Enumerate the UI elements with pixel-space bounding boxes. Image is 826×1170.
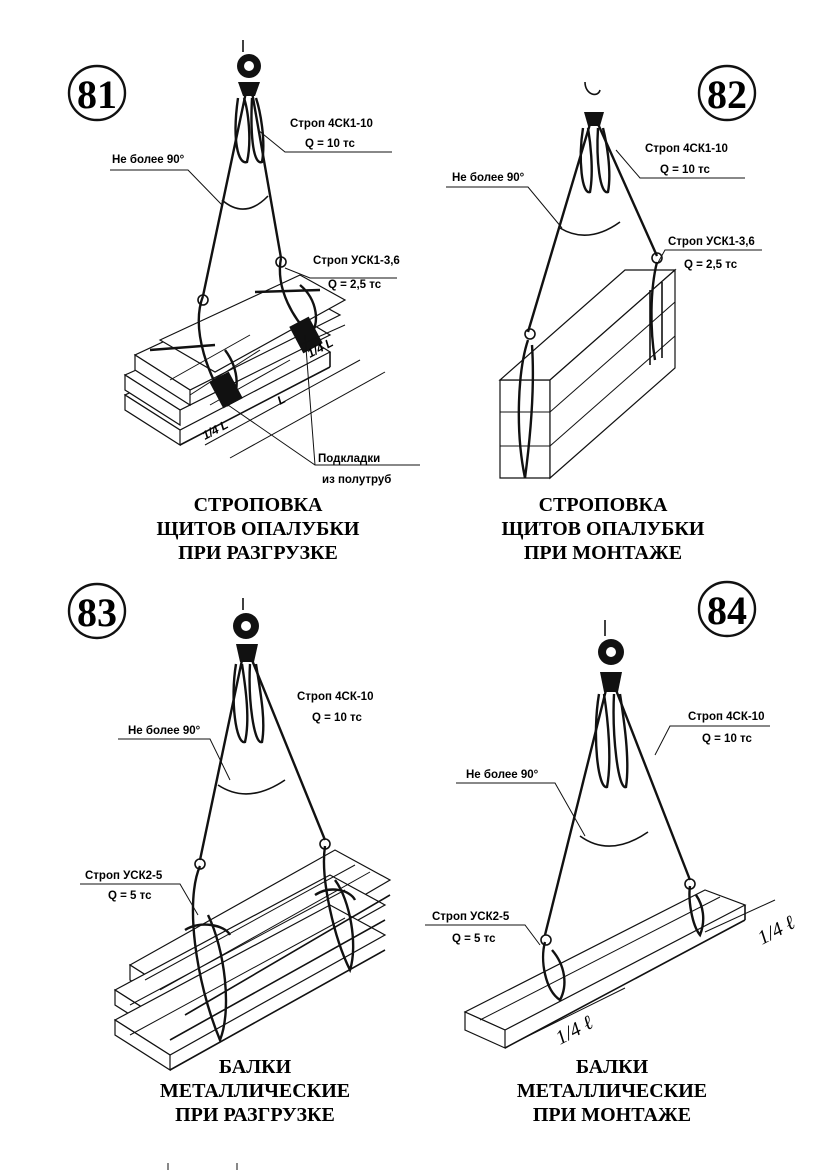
panel-number-badge: 83 — [67, 582, 127, 640]
main-sling-label: Строп 4СК1-10 — [645, 143, 728, 155]
callouts: Не более 90° Строп 4СК-10 Q = 10 тс Стро… — [425, 711, 770, 946]
panel-title: БАЛКИ МЕТАЛЛИЧЕСКИЕ ПРИ РАЗГРУЗКЕ — [160, 1056, 350, 1126]
aux-sling — [517, 252, 663, 479]
svg-text:МЕТАЛЛИЧЕСКИЕ: МЕТАЛЛИЧЕСКИЕ — [160, 1080, 350, 1102]
angle-label: Не более 90° — [128, 725, 201, 737]
aux-sling-capacity: Q = 5 тс — [108, 890, 152, 902]
main-sling-label: Строп 4СК-10 — [297, 691, 373, 703]
panel-82: 82 — [446, 64, 762, 564]
svg-text:ПРИ МОНТАЖЕ: ПРИ МОНТАЖЕ — [524, 542, 682, 564]
svg-text:ЩИТОВ ОПАЛУБКИ: ЩИТОВ ОПАЛУБКИ — [502, 518, 705, 540]
panel-number: 82 — [707, 72, 747, 117]
panel-number: 83 — [77, 590, 117, 635]
callouts: Не более 90° Строп 4СК1-10 Q = 10 тс Стр… — [110, 118, 420, 486]
main-sling-capacity: Q = 10 тс — [312, 712, 363, 724]
main-sling-label: Строп 4СК-10 — [688, 711, 764, 723]
svg-text:БАЛКИ: БАЛКИ — [576, 1056, 649, 1078]
crane-hook-icon — [584, 81, 604, 126]
callouts: Не более 90° Строп 4СК1-10 Q = 10 тс Стр… — [446, 143, 762, 271]
panel-83: 83 — [67, 582, 392, 1126]
crane-hook-icon — [598, 620, 624, 692]
panel-number: 81 — [77, 72, 117, 117]
panel-84: 84 — [425, 580, 799, 1126]
svg-text:БАЛКИ: БАЛКИ — [219, 1056, 292, 1078]
aux-sling-capacity: Q = 5 тс — [452, 933, 496, 945]
aux-sling-label: Строп УСК1-3,6 — [313, 255, 400, 267]
callouts: Не более 90° Строп 4СК-10 Q = 10 тс Стро… — [80, 691, 373, 916]
formwork-panel — [498, 268, 677, 480]
panel-title: СТРОПОВКА ЩИТОВ ОПАЛУБКИ ПРИ МОНТАЖЕ — [502, 494, 705, 564]
steel-beam — [463, 889, 747, 1049]
crane-hook-icon — [237, 40, 261, 96]
aux-sling — [149, 256, 323, 409]
angle-label: Не более 90° — [466, 769, 539, 781]
aux-sling — [540, 878, 705, 1002]
aux-sling-label: Строп УСК2-5 — [432, 911, 510, 923]
dim-quarter-length: 1/4 ℓ — [754, 911, 799, 949]
pads-label: Подкладки — [318, 453, 380, 465]
aux-sling-capacity: Q = 2,5 тс — [328, 279, 382, 291]
panel-number: 84 — [707, 588, 747, 633]
main-sling — [543, 689, 692, 936]
panel-81: 81 — [67, 40, 420, 564]
main-sling-label: Строп 4СК1-10 — [290, 118, 373, 130]
svg-text:СТРОПОВКА: СТРОПОВКА — [194, 494, 323, 516]
angle-label: Не более 90° — [452, 172, 525, 184]
panel-number-badge: 82 — [697, 64, 757, 122]
aux-sling-label: Строп УСК2-5 — [85, 870, 163, 882]
main-sling — [198, 659, 327, 861]
svg-text:ПРИ РАЗГРУЗКЕ: ПРИ РАЗГРУЗКЕ — [175, 1104, 335, 1126]
crane-hook-icon — [233, 598, 259, 662]
svg-text:ЩИТОВ ОПАЛУБКИ: ЩИТОВ ОПАЛУБКИ — [157, 518, 360, 540]
aux-sling-capacity: Q = 2,5 тс — [684, 259, 738, 271]
angle-label: Не более 90° — [112, 154, 185, 166]
panel-title: БАЛКИ МЕТАЛЛИЧЕСКИЕ ПРИ МОНТАЖЕ — [517, 1056, 707, 1126]
dim-quarter-length: 1/4 ℓ — [552, 1011, 597, 1049]
steel-beam-stack — [113, 849, 392, 1072]
panel-number-badge: 84 — [697, 580, 757, 638]
main-sling-capacity: Q = 10 тс — [702, 733, 753, 745]
main-sling — [526, 123, 659, 333]
main-sling — [201, 91, 283, 297]
svg-text:СТРОПОВКА: СТРОПОВКА — [539, 494, 668, 516]
main-sling-capacity: Q = 10 тс — [660, 164, 711, 176]
svg-text:МЕТАЛЛИЧЕСКИЕ: МЕТАЛЛИЧЕСКИЕ — [517, 1080, 707, 1102]
panel-number-badge: 81 — [67, 64, 127, 122]
pads-label-line2: из полутруб — [322, 474, 391, 486]
svg-text:ПРИ РАЗГРУЗКЕ: ПРИ РАЗГРУЗКЕ — [178, 542, 338, 564]
panel-title: СТРОПОВКА ЩИТОВ ОПАЛУБКИ ПРИ РАЗГРУЗКЕ — [157, 494, 360, 564]
aux-sling-label: Строп УСК1-3,6 — [668, 236, 755, 248]
main-sling-capacity: Q = 10 тс — [305, 138, 356, 150]
footer-marks — [167, 1163, 238, 1170]
svg-text:ПРИ МОНТАЖЕ: ПРИ МОНТАЖЕ — [533, 1104, 691, 1126]
aux-sling — [184, 838, 357, 1044]
